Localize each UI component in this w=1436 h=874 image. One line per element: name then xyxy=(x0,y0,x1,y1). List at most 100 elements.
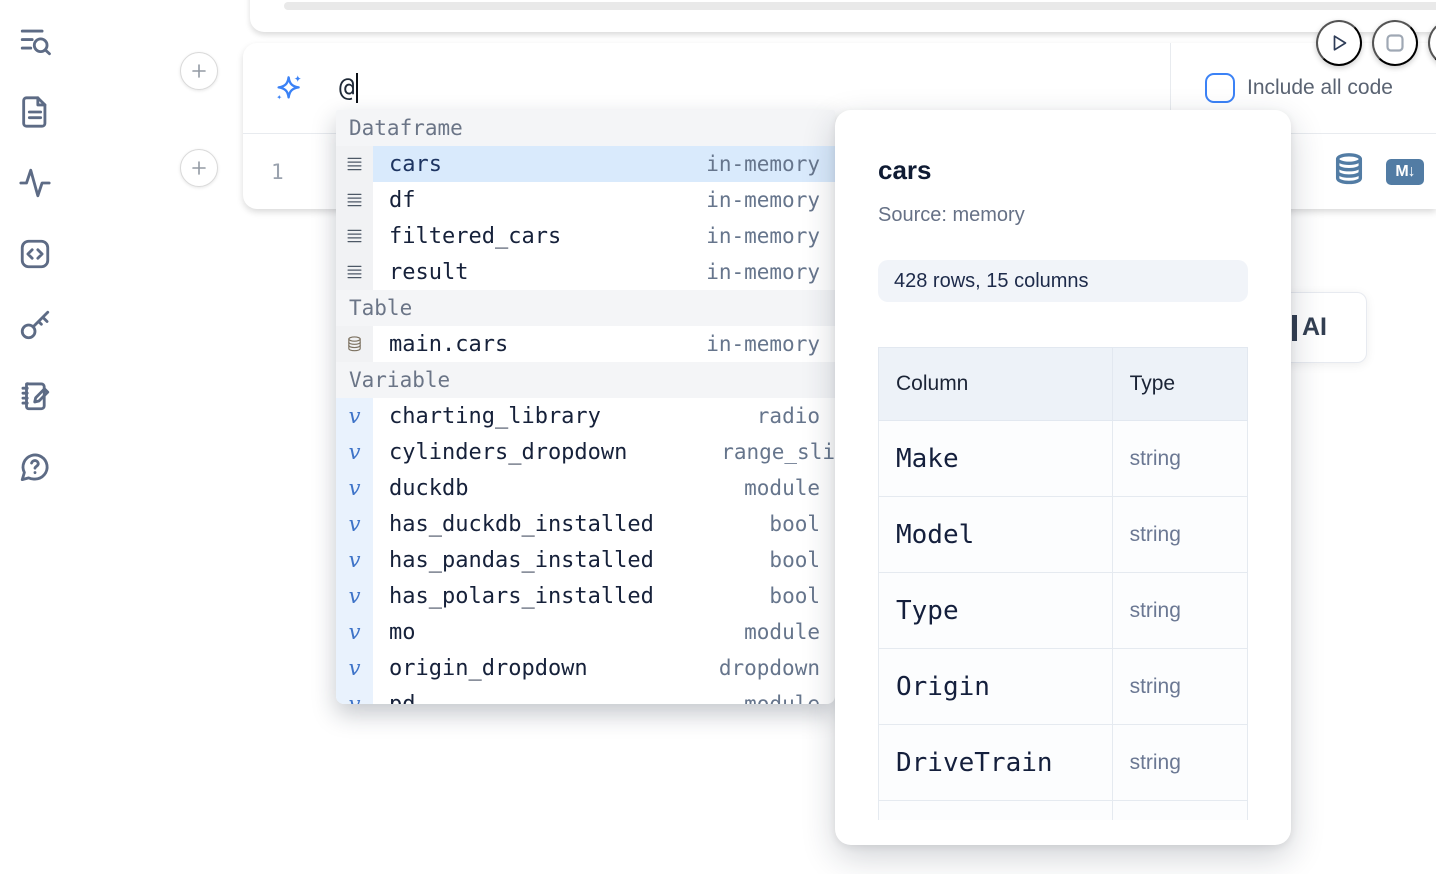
play-icon xyxy=(1328,32,1350,54)
column-name xyxy=(879,801,1113,821)
autocomplete-item-result[interactable]: result in-memory xyxy=(336,254,835,290)
autocomplete-item-has-duckdb-installed[interactable]: v has_duckdb_installed bool xyxy=(336,506,835,542)
item-name: main.cars xyxy=(389,332,508,357)
markdown-icon[interactable]: M↓ xyxy=(1386,159,1424,185)
item-name: cars xyxy=(389,152,442,177)
item-name: has_pandas_installed xyxy=(389,548,654,573)
column-type: string xyxy=(1112,649,1247,725)
run-cell-button[interactable] xyxy=(1316,20,1362,66)
sql-database-icon[interactable] xyxy=(1332,151,1366,192)
column-name: Origin xyxy=(879,649,1113,725)
column-name: Make xyxy=(879,421,1113,497)
item-name: pd xyxy=(389,692,416,705)
ai-sparkle-icon xyxy=(273,74,303,102)
column-type: string xyxy=(1112,497,1247,573)
variable-icon: v xyxy=(336,470,373,506)
item-name: has_duckdb_installed xyxy=(389,512,654,537)
autocomplete-item-charting-library[interactable]: v charting_libraryradio xyxy=(336,398,835,434)
section-header-table: Table xyxy=(336,290,835,326)
ai-prompt-input[interactable]: @ xyxy=(339,73,355,103)
autocomplete-item-cars[interactable]: cars in-memory xyxy=(336,146,835,182)
item-name: has_polars_installed xyxy=(389,584,654,609)
variable-icon: v xyxy=(336,686,373,704)
item-type: bool xyxy=(769,512,820,536)
autocomplete-item-has-pandas-installed[interactable]: v has_pandas_installedbool xyxy=(336,542,835,578)
item-type: in-memory xyxy=(706,152,820,176)
key-icon[interactable] xyxy=(18,308,52,342)
item-type: bool xyxy=(769,584,820,608)
item-type: radio xyxy=(757,404,820,428)
autocomplete-item-has-polars-installed[interactable]: v has_polars_installed bool xyxy=(336,578,835,614)
dataframe-icon xyxy=(336,146,373,182)
item-type: in-memory xyxy=(706,188,820,212)
variable-icon: v xyxy=(336,578,373,614)
table-row: Model string xyxy=(879,497,1248,573)
autocomplete-dropdown: Dataframe carsin-memory dfin-memory filt… xyxy=(336,110,835,704)
dataframe-icon xyxy=(336,218,373,254)
horizontal-scrollbar[interactable] xyxy=(284,2,1436,10)
text-caret xyxy=(356,73,359,103)
autocomplete-item-df[interactable]: df in-memory xyxy=(336,182,835,218)
previous-cell-edge xyxy=(250,0,1436,32)
include-all-code-checkbox[interactable] xyxy=(1205,73,1235,103)
autocomplete-item-pd-clipped[interactable]: v pdmodule xyxy=(336,686,835,704)
autocomplete-item-main-cars[interactable]: main.cars in-memory xyxy=(336,326,835,362)
shape-badge: 428 rows, 15 columns xyxy=(878,260,1248,302)
item-type: in-memory xyxy=(706,260,820,284)
include-all-code-label: Include all code xyxy=(1247,76,1393,100)
table-row: Make string xyxy=(879,421,1248,497)
dataframe-icon xyxy=(336,254,373,290)
item-type: module xyxy=(744,476,820,500)
autocomplete-item-filtered-cars[interactable]: filtered_cars in-memory xyxy=(336,218,835,254)
item-name: cylinders_dropdown xyxy=(389,440,627,465)
file-text-icon[interactable] xyxy=(18,95,52,129)
item-type: bool xyxy=(769,548,820,572)
add-cell-button-bottom[interactable] xyxy=(180,149,218,187)
dataframe-icon xyxy=(336,182,373,218)
stop-button[interactable] xyxy=(1372,20,1418,66)
toc-search-icon[interactable] xyxy=(18,24,52,58)
add-cell-button-top[interactable] xyxy=(180,52,218,90)
table-database-icon xyxy=(336,326,373,362)
item-type: in-memory xyxy=(706,332,820,356)
item-type: in-memory xyxy=(706,224,820,248)
clipped-letter-fragment xyxy=(1292,315,1297,341)
table-row: Type string xyxy=(879,573,1248,649)
ai-card-label: AI xyxy=(1302,313,1327,342)
preview-source: Source: memory xyxy=(878,203,1248,227)
section-header-variable: Variable xyxy=(336,362,835,398)
code-snippet-icon[interactable] xyxy=(18,237,52,271)
autocomplete-item-origin-dropdown[interactable]: v origin_dropdowndropdown xyxy=(336,650,835,686)
column-header: Column xyxy=(879,348,1113,421)
item-type: range_sli xyxy=(721,440,835,464)
column-type: string xyxy=(1112,421,1247,497)
column-name: Type xyxy=(879,573,1113,649)
type-header: Type xyxy=(1112,348,1247,421)
schema-table-wrap: Column Type Make string Model string Typ… xyxy=(878,347,1248,820)
item-name: result xyxy=(389,260,468,285)
variable-icon: v xyxy=(336,506,373,542)
scratchpad-icon[interactable] xyxy=(18,379,52,413)
activity-icon[interactable] xyxy=(18,166,52,200)
column-name: Model xyxy=(879,497,1113,573)
help-chat-icon[interactable] xyxy=(18,450,52,484)
item-type: module xyxy=(744,620,820,644)
variable-icon: v xyxy=(336,434,373,470)
table-header-row: Column Type xyxy=(879,348,1248,421)
dataframe-preview-panel: cars Source: memory 428 rows, 15 columns… xyxy=(835,110,1291,845)
plus-icon xyxy=(191,160,207,176)
autocomplete-item-cylinders-dropdown[interactable]: v cylinders_dropdown range_sli xyxy=(336,434,835,470)
autocomplete-item-mo[interactable]: v momodule xyxy=(336,614,835,650)
table-row: Origin string xyxy=(879,649,1248,725)
stop-icon xyxy=(1384,32,1406,54)
preview-title: cars xyxy=(878,155,1248,185)
item-name: charting_library xyxy=(389,404,601,429)
autocomplete-item-duckdb[interactable]: v duckdbmodule xyxy=(336,470,835,506)
column-type: string xyxy=(1112,725,1247,801)
item-name: filtered_cars xyxy=(389,224,561,249)
table-row: DriveTrain string xyxy=(879,725,1248,801)
sidebar xyxy=(18,24,58,484)
item-name: df xyxy=(389,188,416,213)
cell-language-buttons: M↓ xyxy=(1332,134,1424,209)
schema-table: Column Type Make string Model string Typ… xyxy=(878,347,1248,820)
